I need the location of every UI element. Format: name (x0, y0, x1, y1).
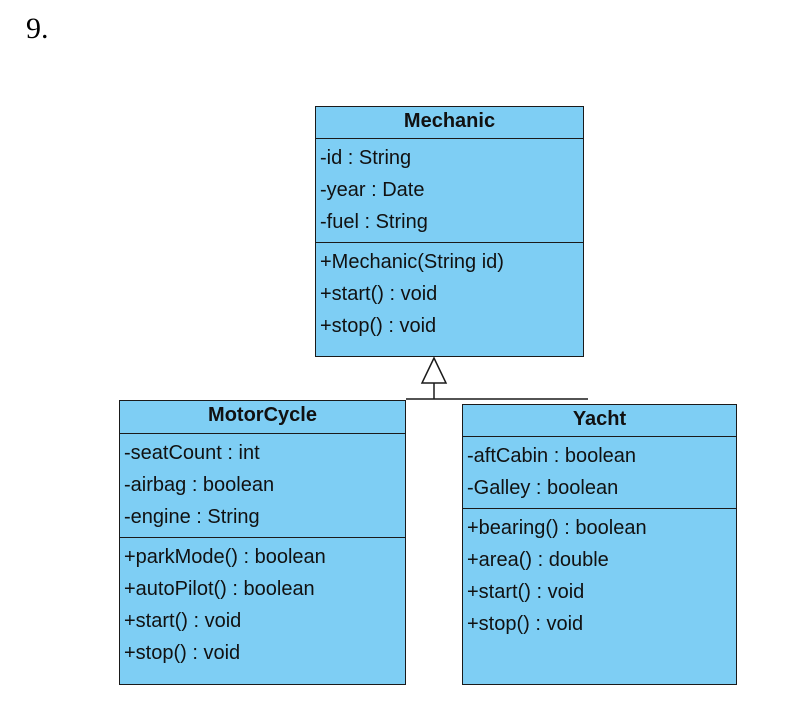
method: +autoPilot() : boolean (124, 578, 315, 600)
method: +bearing() : boolean (467, 517, 647, 539)
attribute: -aftCabin : boolean (467, 445, 637, 467)
attribute: -year : Date (320, 179, 425, 201)
attribute: -seatCount : int (124, 442, 260, 464)
question-number: 9. (26, 12, 49, 45)
attribute: -Galley : boolean (467, 477, 619, 499)
class-name: MotorCycle (120, 401, 405, 434)
method: +start() : void (124, 610, 242, 632)
method: +start() : void (320, 283, 438, 305)
attributes-compartment: -seatCount : int -airbag : boolean -engi… (120, 434, 405, 538)
method: +start() : void (467, 581, 585, 603)
class-name: Mechanic (316, 107, 583, 139)
attributes-compartment: -aftCabin : boolean -Galley : boolean (463, 437, 736, 509)
methods-compartment: +bearing() : boolean +area() : double +s… (463, 509, 736, 644)
method: +area() : double (467, 549, 609, 571)
method: +Mechanic(String id) (320, 251, 504, 273)
class-mechanic[interactable]: Mechanic -id : String -year : Date -fuel… (315, 106, 584, 357)
methods-compartment: +parkMode() : boolean +autoPilot() : boo… (120, 538, 405, 673)
attribute: -airbag : boolean (124, 474, 275, 496)
attributes-compartment: -id : String -year : Date -fuel : String (316, 139, 583, 243)
generalization-arrowhead (420, 356, 448, 384)
class-yacht[interactable]: Yacht -aftCabin : boolean -Galley : bool… (462, 404, 737, 685)
methods-compartment: +Mechanic(String id) +start() : void +st… (316, 243, 583, 346)
attribute: -fuel : String (320, 211, 428, 233)
class-name: Yacht (463, 405, 736, 437)
class-motorcycle[interactable]: MotorCycle -seatCount : int -airbag : bo… (119, 400, 406, 685)
attribute: -engine : String (124, 506, 260, 528)
method: +stop() : void (124, 642, 241, 664)
method: +stop() : void (320, 315, 437, 337)
method: +stop() : void (467, 613, 584, 635)
method: +parkMode() : boolean (124, 546, 326, 568)
attribute: -id : String (320, 147, 412, 169)
